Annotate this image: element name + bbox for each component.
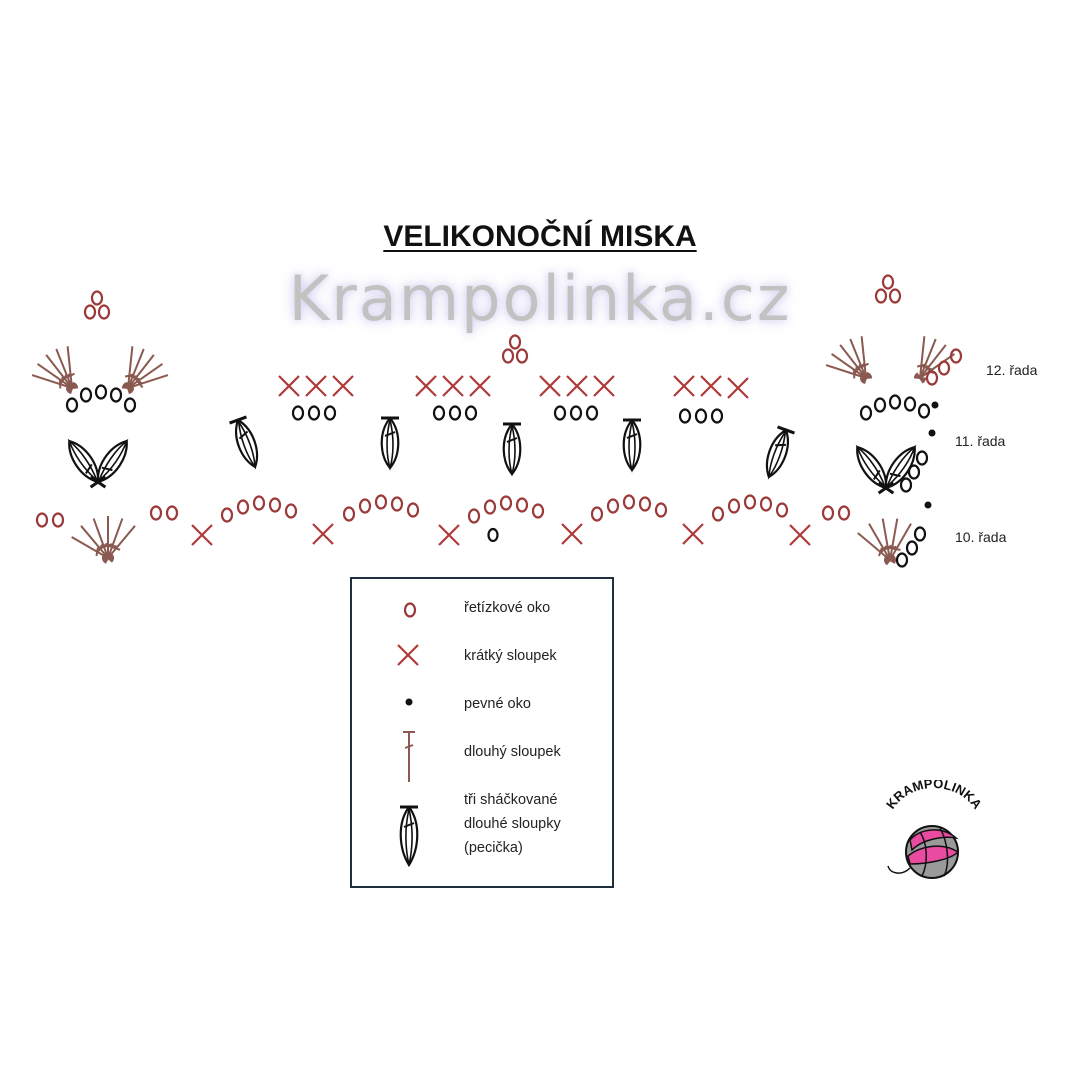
watermark: Krampolinka.cz (288, 262, 792, 335)
single-crochet-icon (397, 644, 419, 666)
row-12-label: 12. řada (986, 362, 1038, 378)
row11-slip-stitch (928, 429, 936, 437)
row12-right-fan-a (823, 334, 873, 385)
legend-cluster-label-2: dlouhé sloupky (464, 816, 561, 832)
yarn-ball-icon (887, 825, 960, 879)
row10-arch-2 (342, 494, 420, 522)
legend-symbols (397, 602, 419, 868)
row10-sc-3 (437, 523, 461, 547)
row-11-label: 11. řada (955, 433, 1006, 449)
row12-left-picot (83, 290, 111, 320)
row12-left-fan-b (121, 344, 171, 395)
row10-sc-4 (560, 522, 584, 546)
row12-center-picot (501, 334, 529, 364)
legend-chain-label: řetízkové oko (464, 600, 551, 616)
row10-arch-1 (220, 495, 298, 523)
row10-black-chain (487, 527, 499, 543)
row11-left-arch (65, 384, 137, 413)
row12-left-fan-a (29, 344, 79, 395)
cluster-icon (399, 805, 419, 868)
row11-cluster-1 (228, 415, 266, 472)
row11-cluster-2 (379, 416, 401, 470)
row11-left-pair (60, 434, 136, 489)
row11-cluster-5 (758, 425, 796, 482)
row10-chains-b (821, 505, 851, 521)
row-10 (35, 494, 932, 568)
row12-right-chains (925, 348, 963, 386)
row10-slip-stitch (924, 501, 932, 509)
row10-sc-5 (681, 522, 705, 546)
row11-slip-stitch-2 (931, 401, 939, 409)
row12-right-picot (874, 274, 902, 304)
row10-chains-a (149, 505, 179, 521)
row11-right-arch (859, 394, 931, 421)
legend-dc-label: dlouhý sloupek (464, 744, 561, 760)
double-crochet-icon (403, 731, 415, 782)
slip-stitch-icon (405, 698, 413, 706)
row10-arch-3 (467, 495, 545, 524)
row12-sc-groups (277, 374, 750, 400)
row11-chain-groups (291, 405, 724, 424)
legend-box: řetízkové oko krátký sloupek pevné oko d… (350, 577, 614, 888)
legend-slip-label: pevné oko (464, 696, 531, 712)
legend-sc-label: krátký sloupek (464, 648, 557, 664)
row10-left-chains (35, 512, 65, 528)
row11-right-chains (899, 450, 929, 493)
row11-cluster-4 (621, 418, 643, 472)
row10-sc-2 (311, 522, 335, 546)
row10-sc-1 (190, 523, 214, 547)
row-12 (29, 274, 963, 400)
row10-sc-6 (788, 523, 812, 547)
row10-left-fan (67, 515, 141, 565)
chain-icon (403, 602, 417, 618)
legend-cluster-label-3: (pecička) (464, 840, 523, 856)
row11-cluster-3 (501, 422, 523, 476)
diagram-title-text: VELIKONOČNÍ MISKA (383, 220, 697, 253)
krampolinka-logo: KRAMPOLINKA (883, 780, 985, 879)
row10-right-black-chains (895, 526, 927, 568)
row-11 (60, 384, 939, 495)
row10-arch-5 (711, 494, 789, 522)
diagram-title: VELIKONOČNÍ MISKA (0, 220, 1080, 254)
row-10-label: 10. řada (955, 529, 1007, 545)
legend-cluster-label-1: tři sháčkované (464, 792, 558, 808)
row10-arch-4 (590, 494, 668, 522)
logo-text: KRAMPOLINKA (883, 780, 985, 812)
